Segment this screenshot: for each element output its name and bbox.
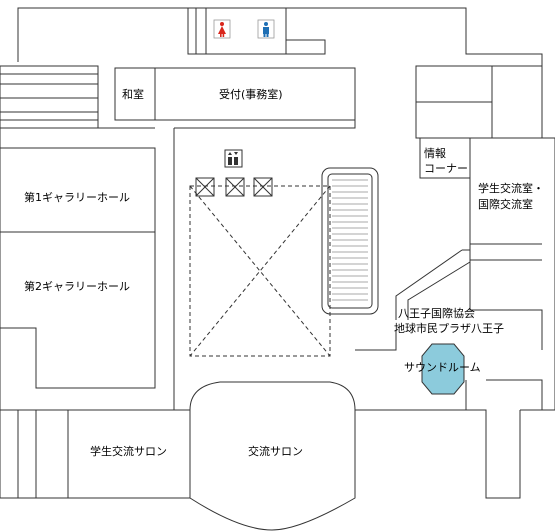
hachioji-label-2: 地球市民プラザ八王子 bbox=[394, 321, 504, 335]
washitsu-label: 和室 bbox=[122, 87, 144, 101]
gallery-hall-2 bbox=[0, 231, 156, 389]
gakusei-koryu-label-2: 国際交流室 bbox=[478, 197, 533, 211]
left-stair-block bbox=[0, 65, 99, 129]
restroom-block bbox=[205, 7, 287, 55]
gakusei-koryu-label-1: 学生交流室・ bbox=[478, 181, 544, 195]
sound-room-shape bbox=[421, 343, 465, 395]
jouhou-corner-label-1: 情報 bbox=[424, 147, 446, 160]
koryu-salon-label: 交流サロン bbox=[248, 444, 303, 458]
gallery-hall-1 bbox=[0, 147, 156, 233]
koryu-salon-room bbox=[189, 381, 356, 531]
restroom-men-icon bbox=[257, 19, 275, 39]
elevator-shafts bbox=[195, 177, 273, 197]
uketsuke-label: 受付(事務室) bbox=[219, 87, 283, 101]
gakusei-salon-label: 学生交流サロン bbox=[90, 444, 167, 458]
jouhou-corner-label-2: コーナー bbox=[424, 162, 468, 175]
sound-room-label: サウンドルーム bbox=[404, 361, 481, 374]
gallery-hall-2-label: 第2ギャラリーホール bbox=[24, 279, 130, 293]
escalator-steps bbox=[332, 179, 368, 301]
outer-wall-top bbox=[17, 7, 543, 66]
left-wall bbox=[0, 128, 190, 411]
hachioji-label-1: 八王子国際協会 bbox=[398, 307, 475, 320]
gallery-hall-1-label: 第1ギャラリーホール bbox=[24, 190, 130, 204]
restroom-women-icon bbox=[213, 19, 231, 39]
atrium-void bbox=[189, 185, 331, 357]
central-staircase bbox=[321, 167, 379, 315]
top-rooms-divider bbox=[187, 8, 326, 55]
elevator-icon bbox=[224, 149, 243, 168]
